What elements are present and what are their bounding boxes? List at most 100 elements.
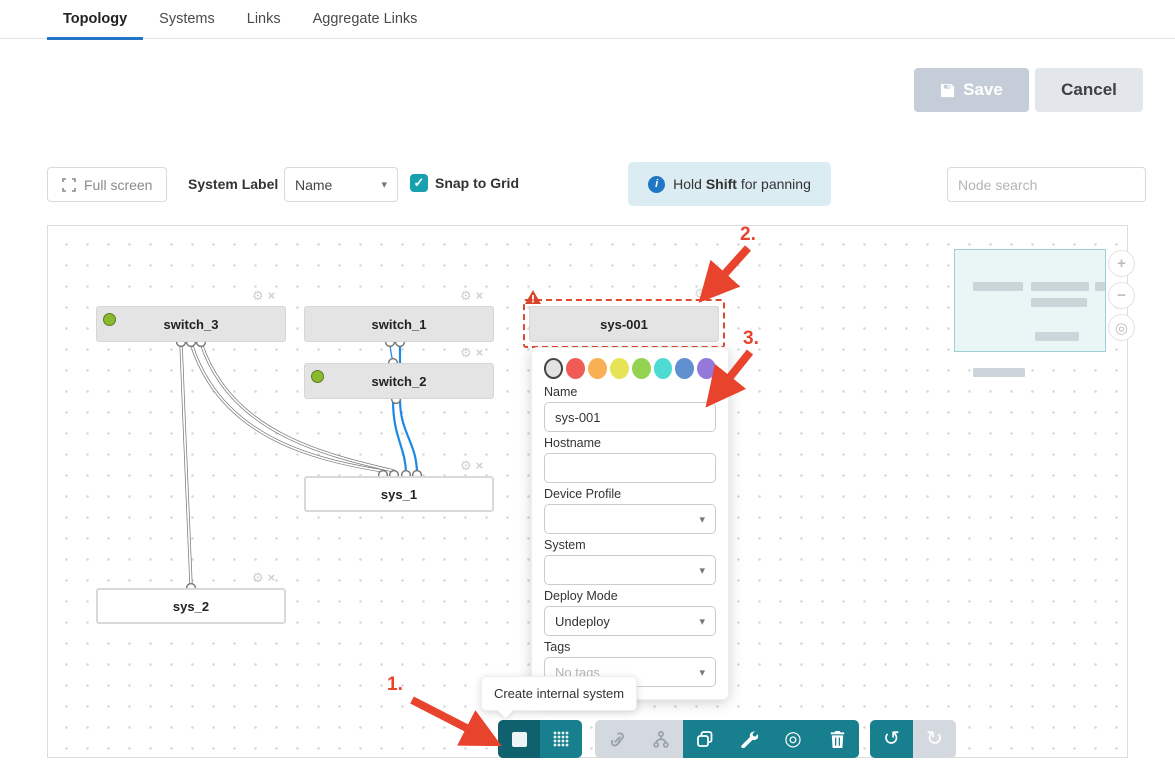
- node-switch_1[interactable]: switch_1: [304, 306, 494, 342]
- close-icon[interactable]: ×: [475, 458, 484, 473]
- minimap-node: [973, 368, 1025, 377]
- color-swatch-purple[interactable]: [697, 358, 717, 379]
- undo-button[interactable]: ↺: [870, 720, 913, 758]
- solid-square-icon: [511, 731, 527, 747]
- close-icon[interactable]: ×: [475, 288, 484, 303]
- node-sys_2[interactable]: sys_2: [96, 588, 286, 624]
- color-swatch-orange[interactable]: [588, 358, 607, 379]
- warning-icon: [525, 290, 541, 304]
- checkbox-checked-icon[interactable]: ✓: [410, 174, 428, 192]
- gear-icon[interactable]: ⚙: [252, 288, 264, 303]
- zoom-in-button[interactable]: +: [1108, 250, 1135, 277]
- node-label: switch_2: [371, 373, 427, 389]
- node-edit-popup: Name Hostname Device Profile ▾ System ▾ …: [531, 347, 729, 700]
- system-label-select[interactable]: Name ▾: [284, 167, 398, 202]
- color-swatch-blue[interactable]: [675, 358, 695, 379]
- edit-tools-group: ◎: [595, 720, 859, 758]
- tags-label: Tags: [544, 640, 571, 654]
- system-label: System: [544, 538, 586, 552]
- deploy-mode-select[interactable]: Undeploy ▾: [544, 606, 716, 636]
- delete-button[interactable]: [815, 720, 859, 758]
- snap-to-grid-toggle[interactable]: ✓ Snap to Grid: [410, 174, 519, 192]
- create-system-group: [498, 720, 582, 758]
- chevron-down-icon: ▾: [699, 513, 705, 526]
- node-switch_3[interactable]: switch_3: [96, 306, 286, 342]
- gear-icon[interactable]: ⚙: [460, 288, 472, 303]
- branch-icon: [653, 730, 669, 748]
- minimap[interactable]: [954, 249, 1106, 377]
- minimap-node: [1031, 282, 1089, 291]
- close-icon[interactable]: ×: [267, 570, 276, 585]
- link-icon: [610, 731, 624, 746]
- minimap-node: [1031, 298, 1087, 307]
- color-swatch-green[interactable]: [631, 358, 651, 379]
- node-label: sys_1: [380, 486, 418, 502]
- dotted-square-icon: [553, 731, 569, 747]
- node-label: sys_2: [172, 598, 210, 614]
- aggregate-link-button[interactable]: [639, 720, 683, 758]
- fullscreen-icon: [62, 177, 76, 192]
- chevron-down-icon: ▾: [699, 666, 705, 679]
- color-swatch-cyan[interactable]: [653, 358, 673, 379]
- create-external-system-button[interactable]: [540, 720, 582, 758]
- create-link-button[interactable]: [595, 720, 639, 758]
- minimap-node: [1035, 332, 1079, 341]
- hostname-field[interactable]: [544, 453, 716, 483]
- tooltip-create-internal-system: Create internal system: [481, 676, 637, 711]
- save-button[interactable]: Save: [914, 68, 1029, 112]
- device-profile-label: Device Profile: [544, 487, 622, 501]
- chevron-down-icon: ▾: [381, 179, 387, 191]
- node-tools-switch_2: ⚙×: [460, 345, 483, 361]
- annotation-step-2: 2.: [740, 224, 756, 245]
- trash-icon: [830, 730, 844, 748]
- info-icon: i: [648, 175, 666, 193]
- snap-to-grid-label: Snap to Grid: [435, 175, 519, 191]
- system-select[interactable]: ▾: [544, 555, 716, 585]
- create-internal-system-button[interactable]: [498, 720, 540, 758]
- tab-aggregate-links[interactable]: Aggregate Links: [312, 11, 418, 27]
- target-icon: ◎: [784, 728, 802, 750]
- close-icon[interactable]: ×: [475, 345, 484, 360]
- focus-button[interactable]: ◎: [771, 720, 815, 758]
- crosshair-icon: ◎: [1114, 319, 1129, 337]
- color-swatch-gray[interactable]: [544, 358, 564, 379]
- status-dot: [311, 370, 324, 383]
- node-tools-switch_3: ⚙×: [252, 288, 275, 304]
- node-tools-sys_2: ⚙×: [252, 570, 275, 586]
- node-label: switch_1: [371, 316, 427, 332]
- gear-icon[interactable]: ⚙: [460, 458, 472, 473]
- node-search-input[interactable]: [958, 176, 1139, 193]
- device-profile-select[interactable]: ▾: [544, 504, 716, 534]
- color-swatch-yellow[interactable]: [609, 358, 629, 379]
- color-swatch-red[interactable]: [566, 358, 586, 379]
- recenter-button[interactable]: ◎: [1108, 314, 1135, 341]
- node-sys_1[interactable]: sys_1: [304, 476, 494, 512]
- manage-button[interactable]: [727, 720, 771, 758]
- hostname-label: Hostname: [544, 436, 601, 450]
- status-dot: [103, 313, 116, 326]
- node-search: [947, 167, 1146, 202]
- redo-button[interactable]: ↻: [913, 720, 956, 758]
- wrench-icon: [740, 730, 758, 748]
- close-icon[interactable]: ×: [267, 288, 276, 303]
- history-group: ↺ ↻: [870, 720, 956, 758]
- copy-icon: [697, 731, 713, 747]
- tab-topology[interactable]: Topology: [47, 0, 144, 40]
- node-sys-001[interactable]: sys-001: [529, 306, 719, 342]
- gear-icon[interactable]: ⚙: [460, 345, 472, 360]
- tab-bar: Topology Systems Links Aggregate Links: [0, 0, 1175, 40]
- zoom-out-button[interactable]: −: [1108, 282, 1135, 309]
- node-tools-switch_1: ⚙×: [460, 288, 483, 304]
- cancel-button[interactable]: Cancel: [1035, 68, 1143, 112]
- tab-systems[interactable]: Systems: [159, 11, 215, 27]
- name-field[interactable]: [544, 402, 716, 432]
- node-label: sys-001: [600, 316, 648, 332]
- node-switch_2[interactable]: switch_2: [304, 363, 494, 399]
- duplicate-button[interactable]: [683, 720, 727, 758]
- topology-canvas[interactable]: ⚙× ⚙× ⚙× ⚙× ⚙× ⚙× switch_3 switch_1 swit…: [47, 225, 1135, 758]
- fullscreen-button[interactable]: Full screen: [47, 167, 168, 202]
- gear-icon[interactable]: ⚙: [252, 570, 264, 585]
- tab-links[interactable]: Links: [246, 11, 281, 27]
- node-tools-sys_1: ⚙×: [460, 458, 483, 474]
- minimap-node: [1095, 282, 1105, 291]
